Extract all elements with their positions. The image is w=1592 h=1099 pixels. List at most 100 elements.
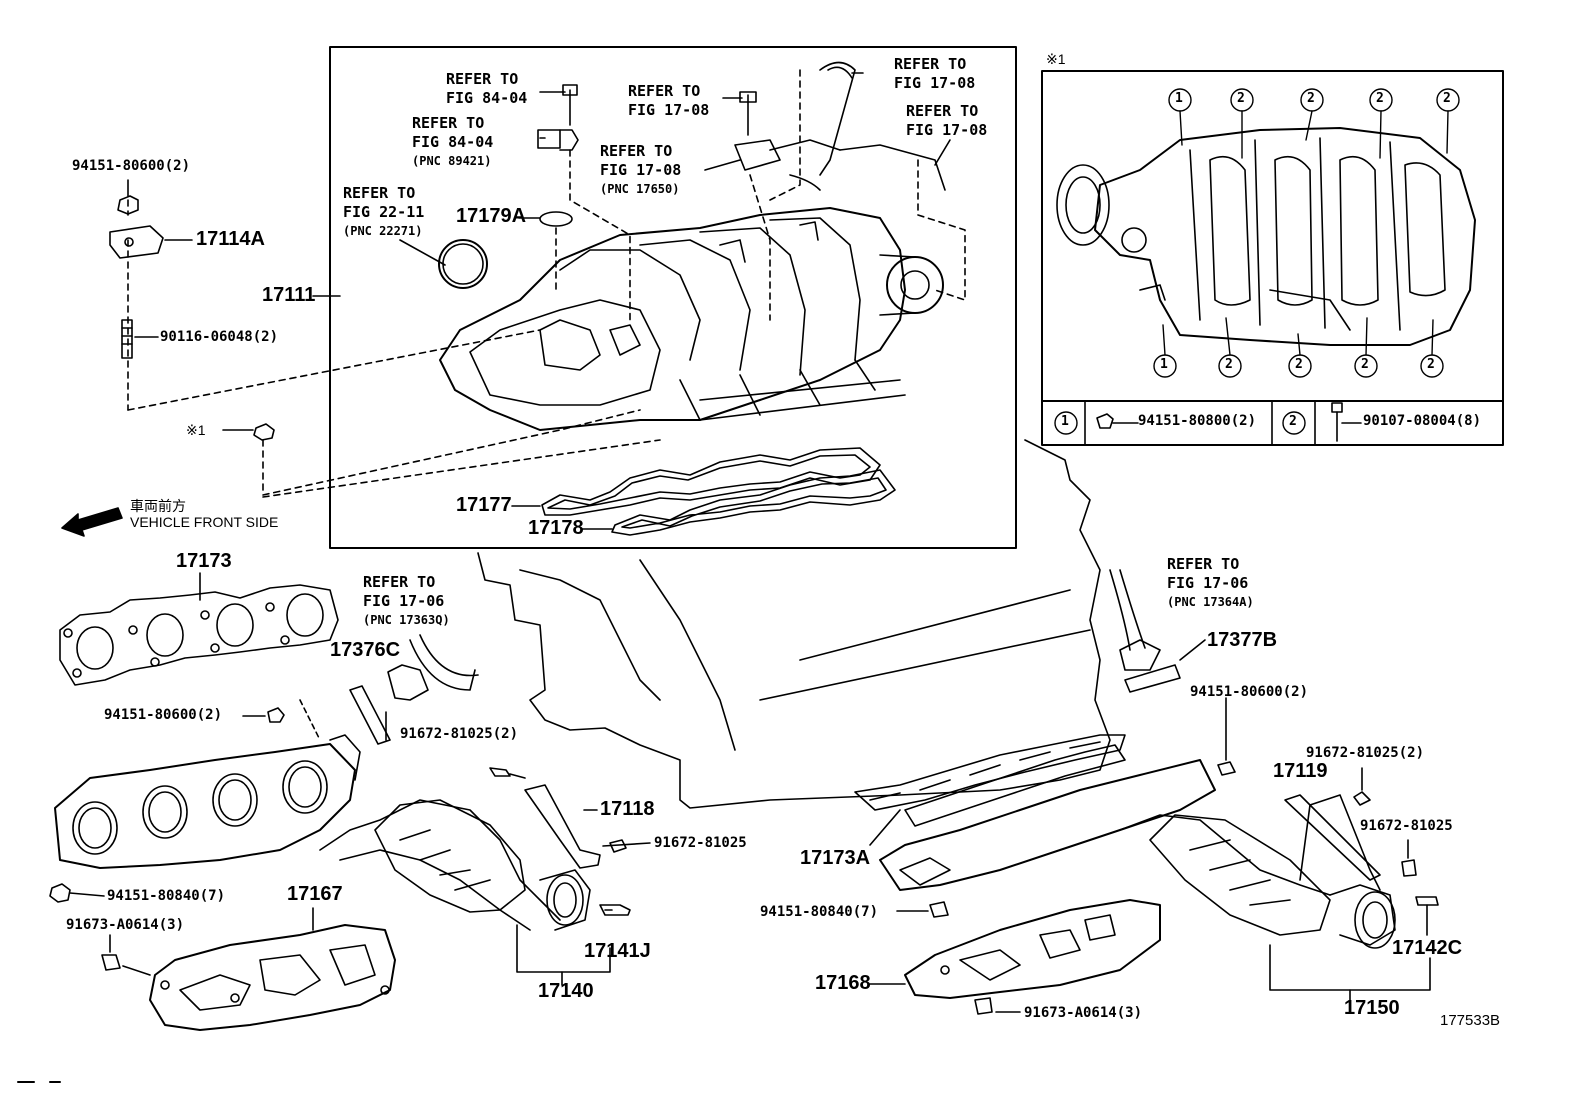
refer-fig-17-06-left[interactable]: REFER TO FIG 17-06 (PNC 17363Q) [363, 573, 450, 630]
part-17173A[interactable]: 17173A [800, 847, 871, 869]
part-94151-80840-right[interactable]: 94151-80840(7) [760, 904, 879, 920]
part-17119[interactable]: 17119 [1273, 760, 1328, 782]
inset-frame [1041, 70, 1504, 446]
right-small-parts [869, 569, 1439, 1015]
refer-fig-22-11[interactable]: REFER TO FIG 22-11 (PNC 22271) [343, 184, 424, 241]
heat-insulator-right [869, 899, 1161, 999]
exhaust-gasket-right [854, 734, 1126, 827]
part-94151-80600-right[interactable]: 94151-80600(2) [1190, 684, 1309, 700]
refer-line: REFER TO [363, 573, 436, 591]
legend-mark-2: 2 [1289, 414, 1297, 429]
refer-line: REFER TO [894, 55, 967, 73]
refer-line: REFER TO [343, 184, 416, 202]
refer-pnc: (PNC 17363Q) [363, 613, 450, 627]
refer-pnc: (PNC 89421) [412, 154, 492, 168]
refer-line: FIG 17-08 [628, 101, 710, 119]
part-91673-A0614-left[interactable]: 91673-A0614(3) [66, 917, 185, 933]
legend-part-90107-08004[interactable]: 90107-08004(8) [1363, 413, 1482, 429]
refer-fig-17-06-right[interactable]: REFER TO FIG 17-06 (PNC 17364A) [1167, 555, 1254, 612]
callout-top-1: 1 [1175, 91, 1183, 106]
part-17167[interactable]: 17167 [287, 883, 343, 905]
part-90116-06048[interactable]: 90116-06048(2) [160, 329, 279, 345]
part-17377B[interactable]: 17377B [1207, 629, 1278, 651]
part-94151-80840-left[interactable]: 94151-80840(7) [107, 888, 226, 904]
part-17142C[interactable]: 17142C [1392, 937, 1463, 959]
refer-fig-84-04-b[interactable]: REFER TO FIG 84-04 (PNC 89421) [412, 114, 493, 171]
intake-gaskets [541, 447, 896, 536]
dashed-leaders [127, 69, 966, 498]
callout-top-2: 2 [1237, 91, 1245, 106]
part-17178[interactable]: 17178 [528, 517, 584, 539]
exhaust-gasket-left [59, 572, 339, 686]
engine-block-outline [477, 439, 1111, 809]
refer-line: FIG 17-06 [363, 592, 445, 610]
refer-line: FIG 17-08 [894, 74, 976, 92]
left-small-parts [49, 634, 651, 971]
vehicle-front-label-jp: 車両前方 [130, 498, 186, 514]
part-91672-81025-left[interactable]: 91672-81025 [654, 835, 747, 851]
refer-line: REFER TO [906, 102, 979, 120]
intake-manifold-frame [329, 46, 1017, 549]
inset-legend-icons [1096, 402, 1362, 442]
refer-line: REFER TO [412, 114, 485, 132]
left-leaders [385, 711, 611, 986]
exhaust-manifold-left [54, 734, 591, 931]
refer-fig-17-08-b[interactable]: REFER TO FIG 17-08 (PNC 17650) [600, 142, 681, 199]
refer-line: FIG 84-04 [412, 133, 494, 151]
part-17118[interactable]: 17118 [600, 798, 655, 820]
part-17177[interactable]: 17177 [456, 494, 512, 516]
vehicle-front-label-en: VEHICLE FRONT SIDE [130, 514, 279, 530]
part-17141J[interactable]: 17141J [584, 940, 651, 962]
part-91673-A0614-right[interactable]: 91673-A0614(3) [1024, 1005, 1143, 1021]
refer-line: FIG 22-11 [343, 203, 425, 221]
refer-fig-17-08-d[interactable]: REFER TO FIG 17-08 [906, 102, 987, 140]
refer-line: REFER TO [600, 142, 673, 160]
part-91672-81025-2-right[interactable]: 91672-81025(2) [1306, 745, 1425, 761]
refer-fig-84-04-a[interactable]: REFER TO FIG 84-04 [446, 70, 527, 108]
legend-part-94151-80800[interactable]: 94151-80800(2) [1138, 413, 1257, 429]
refer-line: FIG 17-06 [1167, 574, 1249, 592]
part-94151-80600-left[interactable]: 94151-80600(2) [104, 707, 223, 723]
refer-pnc: (PNC 17364A) [1167, 595, 1254, 609]
note-mark-1-inset: ※1 [1046, 51, 1066, 67]
callout-bottom-2: 2 [1225, 357, 1233, 372]
refer-line: REFER TO [628, 82, 701, 100]
refer-pnc: (PNC 22271) [343, 224, 423, 238]
inset-callout-circles [1054, 88, 1460, 435]
part-94151-80600-top[interactable]: 94151-80600(2) [72, 158, 191, 174]
refer-pnc: (PNC 17650) [600, 182, 680, 196]
part-17376C[interactable]: 17376C [330, 639, 401, 661]
refer-line: REFER TO [1167, 555, 1240, 573]
intake-manifold-illustration [439, 207, 944, 431]
upper-left-parts [109, 179, 275, 441]
part-17150[interactable]: 17150 [1344, 997, 1400, 1019]
callout-bottom-1: 1 [1160, 357, 1168, 372]
part-91672-81025-right[interactable]: 91672-81025 [1360, 818, 1453, 834]
refer-line: REFER TO [446, 70, 519, 88]
callout-bottom-3: 2 [1295, 357, 1303, 372]
figure-code: 177533B [1440, 1012, 1501, 1029]
heat-insulator-left [122, 907, 396, 1031]
refer-fig-17-08-a[interactable]: REFER TO FIG 17-08 [628, 82, 709, 120]
part-17168[interactable]: 17168 [815, 972, 871, 994]
part-17111[interactable]: 17111 [262, 284, 316, 306]
refer-fig-17-08-c[interactable]: REFER TO FIG 17-08 [894, 55, 975, 93]
callout-top-4: 2 [1376, 91, 1384, 106]
refer-line: FIG 84-04 [446, 89, 528, 107]
callout-top-3: 2 [1307, 91, 1315, 106]
note-mark-1-left: ※1 [186, 422, 206, 438]
vehicle-front-arrow [61, 507, 123, 537]
part-17173[interactable]: 17173 [176, 550, 232, 572]
part-17140[interactable]: 17140 [538, 980, 594, 1002]
inset-manifold [1056, 127, 1476, 346]
box-leaders [312, 72, 951, 530]
legend-mark-1: 1 [1061, 414, 1069, 429]
refer-line: FIG 17-08 [906, 121, 988, 139]
part-17179A[interactable]: 17179A [456, 205, 527, 227]
part-17114A[interactable]: 17114A [196, 228, 265, 250]
part-91672-81025-2-left[interactable]: 91672-81025(2) [400, 726, 519, 742]
callout-bottom-4: 2 [1361, 357, 1369, 372]
callout-bottom-5: 2 [1427, 357, 1435, 372]
